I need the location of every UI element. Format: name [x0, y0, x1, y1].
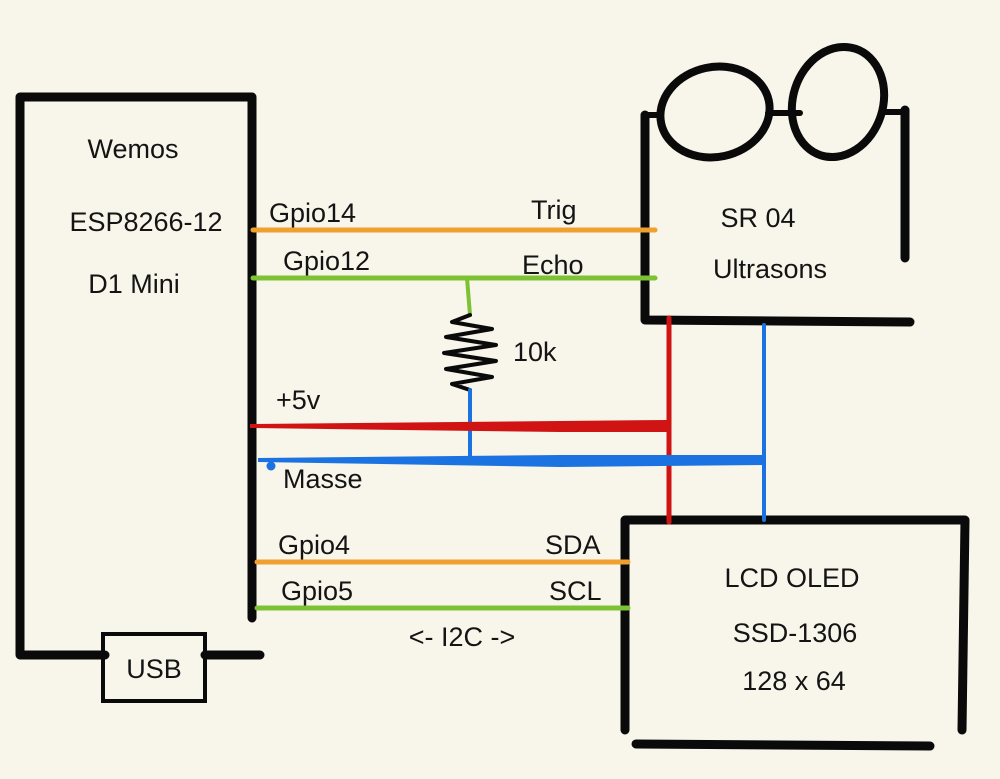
- oled-outline: [620, 515, 970, 751]
- gpio12-label: Gpio12: [283, 246, 370, 276]
- oled-title: LCD OLED: [724, 563, 859, 593]
- trig-label: Trig: [531, 195, 577, 225]
- sensor-title: SR 04: [720, 203, 795, 233]
- transducer-right: [787, 42, 889, 162]
- sensor-outline: [640, 105, 915, 327]
- gpio14-label: Gpio14: [269, 198, 356, 228]
- oled-resolution: 128 x 64: [742, 666, 846, 696]
- usb-label: USB: [126, 654, 182, 684]
- oled-display: LCD OLED SSD-1306 128 x 64: [620, 515, 970, 751]
- wemos-model: D1 Mini: [88, 269, 180, 299]
- ground-dot: [266, 461, 276, 471]
- gpio4-label: Gpio4: [278, 530, 350, 560]
- wemos-chip: ESP8266-12: [69, 207, 222, 237]
- ground-wire: [258, 455, 764, 467]
- sda-label: SDA: [545, 530, 601, 560]
- power-wire: [250, 420, 668, 432]
- wemos-board-outline: [15, 92, 265, 660]
- ultrasonic-sensor: SR 04 Ultrasons: [640, 42, 915, 327]
- power-label: +5v: [276, 385, 321, 415]
- scl-label: SCL: [549, 576, 602, 606]
- i2c-bus-label: <- I2C ->: [409, 622, 516, 652]
- transducer-left: [656, 62, 774, 162]
- gpio5-label: Gpio5: [281, 576, 353, 606]
- oled-controller: SSD-1306: [733, 618, 858, 648]
- wemos-board: USB Wemos ESP8266-12 D1 Mini: [15, 92, 265, 703]
- usb-connector: [101, 632, 207, 703]
- wemos-title: Wemos: [87, 134, 178, 164]
- resistor-symbol: [442, 313, 498, 392]
- sensor-subtitle: Ultrasons: [713, 254, 827, 284]
- resistor-green-lead: [465, 276, 472, 317]
- ground-label: Masse: [283, 464, 363, 494]
- resistor-value: 10k: [513, 337, 557, 367]
- echo-label: Echo: [522, 250, 584, 280]
